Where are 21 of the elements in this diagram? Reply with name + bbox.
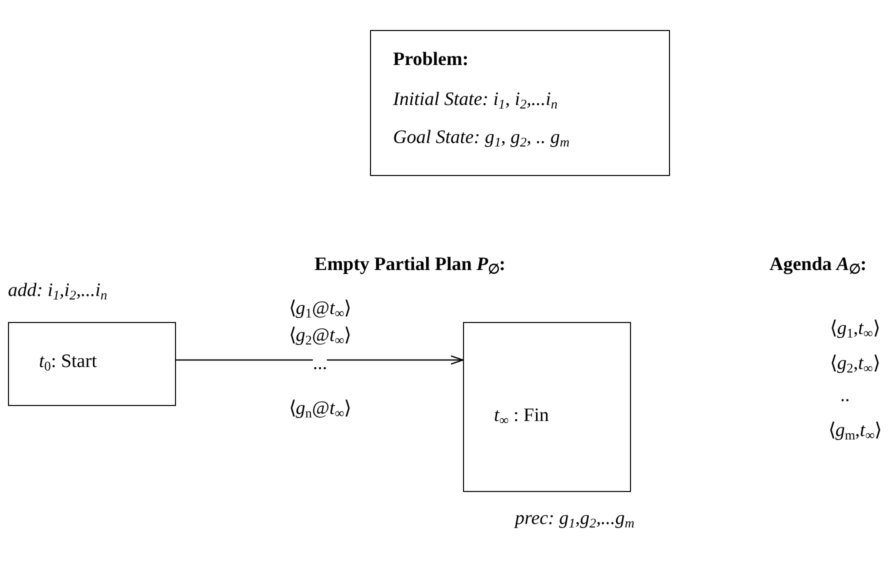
agenda-item: ⟨g$_{m}$,t$_{∞}$⟩ <box>828 420 882 444</box>
agenda-item: ⟨g$_{2}$,t$_{∞}$⟩ <box>830 353 880 376</box>
constraint-label: ⟨g$_{1}$@t$_{∞}$⟩ <box>288 298 352 322</box>
agenda-item: ⟨g$_{1}$,t$_{∞}$⟩ <box>830 318 880 342</box>
box-text: Initial State: i$_{1}$, i$_{2}$,...i$_{n}$ <box>393 89 558 112</box>
constraint-label: ⟨g$_{n}$@t$_{∞}$⟩ <box>288 398 352 422</box>
box-text: t$_{0}$: Start <box>39 351 97 374</box>
constraint-label: ⟨g$_{2}$@t$_{∞}$⟩ <box>288 325 352 348</box>
box-text: t$_{∞}$ : Fin <box>494 405 549 428</box>
process-box <box>463 322 631 492</box>
box-text: Goal State: g$_{1}$, g$_{2}$, .. g$_{m}$ <box>393 127 570 150</box>
annotation-text: prec: g$_{1}$,g$_{2}$,...g$_{m}$ <box>515 508 634 532</box>
ellipsis: .. <box>840 385 850 408</box>
ellipsis: ... <box>312 356 328 372</box>
box-heading: Problem: <box>393 49 469 72</box>
heading: Agenda A$_{∅}$: <box>769 254 867 278</box>
process-box <box>370 30 670 176</box>
process-box <box>8 322 176 406</box>
annotation-text: add: i$_{1}$,i$_{2}$,...i$_{n}$ <box>8 280 108 304</box>
arrow <box>176 355 464 365</box>
heading: Empty Partial Plan P$_{∅}$: <box>314 254 506 278</box>
